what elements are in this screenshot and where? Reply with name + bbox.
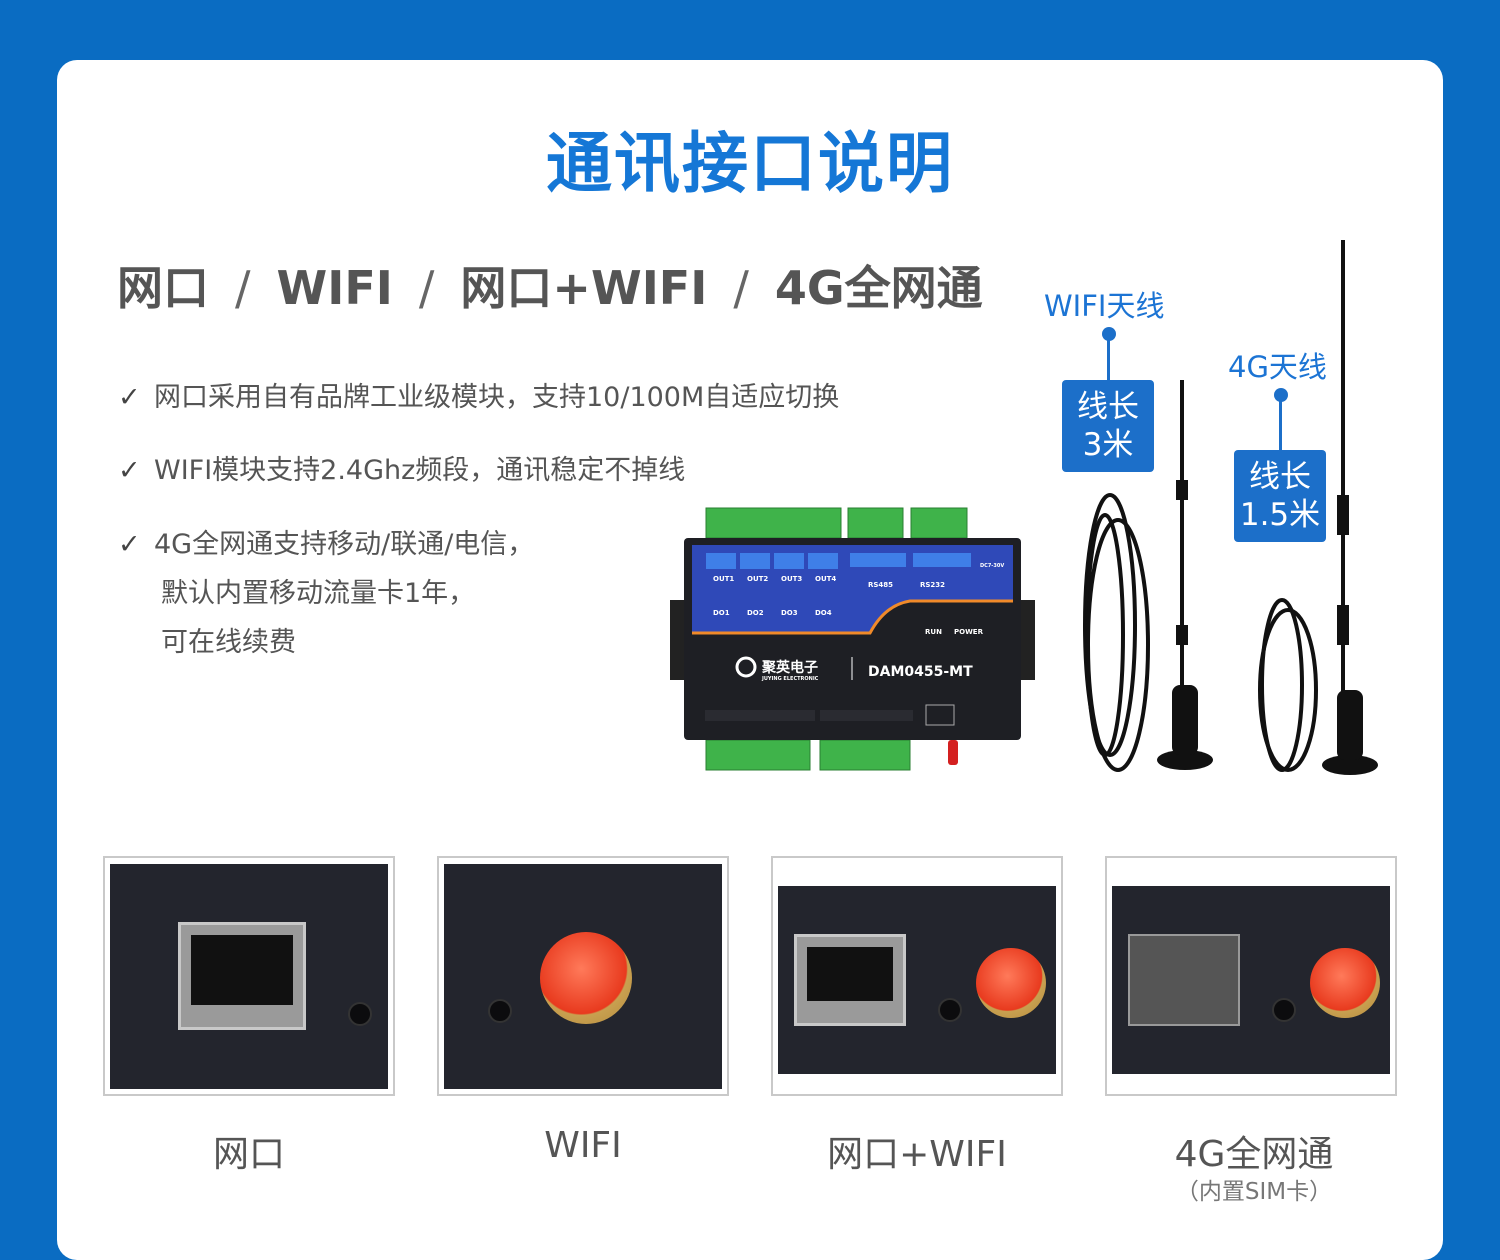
led-hole [348,1002,372,1026]
length-label: 线长 [1249,459,1311,495]
4g-cable-length: 线长 1.5米 [1234,450,1326,542]
ethernet-port-icon [794,934,906,1026]
4g-antenna-label: 4G天线 [1228,350,1327,384]
check-icon: ✓ [118,382,141,413]
out3-label: OUT3 [781,575,802,583]
do1-label: DO1 [713,609,730,617]
feature-text: 默认内置移动流量卡1年， [161,578,476,609]
device-image: OUT1 OUT2 OUT3 OUT4 RS485 RS232 DC7-30V … [670,507,1035,771]
power-label: POWER [954,628,984,636]
photo-ethernet [103,856,395,1096]
antenna-connector-icon [976,948,1046,1018]
power-input-label: DC7-30V [980,563,1004,569]
run-label: RUN [925,628,942,636]
pointer-line [1279,394,1282,451]
rs232-label: RS232 [920,581,945,589]
ethernet-port-icon [178,922,306,1030]
out2-label: OUT2 [747,575,768,583]
page-title: 通讯接口说明 [546,125,954,202]
option-ethernet: 网口 [117,261,209,315]
feature-text: 可在线续费 [161,627,296,658]
length-label: 线长 [1077,389,1139,425]
check-icon: ✓ [118,529,141,560]
feature-item: ✓ WIFI模块支持2.4Ghz频段，通讯稳定不掉线 [118,446,685,495]
check-icon: ✓ [118,455,141,486]
rs485-label: RS485 [868,581,893,589]
led-hole [1272,998,1296,1022]
out4-label: OUT4 [815,575,836,583]
pointer-line [1107,333,1110,381]
antennas-image [1083,240,1378,775]
feature-text: 4G全网通支持移动/联通/电信， [154,529,535,560]
caption-ethernet: 网口 [212,1134,285,1175]
brand-name: 聚英电子 [761,659,818,676]
feature-item: ✓ 网口采用自有品牌工业级模块，支持10/100M自适应切换 [118,373,839,422]
antenna-connector-icon [540,932,632,1024]
do4-label: DO4 [815,609,832,617]
separator: / [418,261,435,315]
option-ethernet-wifi: 网口+WIFI [460,261,708,315]
caption-4g: 4G全网通 [1174,1134,1334,1175]
photo-4g [1105,856,1397,1096]
length-value: 3米 [1082,427,1134,463]
led-hole [938,998,962,1022]
option-wifi: WIFI [276,261,393,315]
wifi-cable-length: 线长 3米 [1062,380,1154,472]
caption-4g-note: （内置SIM卡） [1175,1179,1333,1205]
led-hole [488,999,512,1023]
antenna-connector-icon [1310,948,1380,1018]
feature-item: ✓ 4G全网通支持移动/联通/电信， 默认内置移动流量卡1年， 可在线续费 [118,520,534,667]
feature-text: WIFI模块支持2.4Ghz频段，通讯稳定不掉线 [154,455,686,486]
photo-wifi [437,856,729,1096]
caption-wifi: WIFI [544,1125,622,1166]
separator: / [235,261,251,315]
model-name: DAM0455-MT [868,664,973,680]
length-value: 1.5米 [1239,497,1321,533]
do2-label: DO2 [747,609,764,617]
do3-label: DO3 [781,609,798,617]
separator: / [733,261,749,315]
option-4g: 4G全网通 [774,261,983,315]
sim-slot-icon [1128,934,1240,1026]
out1-label: OUT1 [713,575,734,583]
photo-ethernet-wifi [771,856,1063,1096]
caption-ethernet-wifi: 网口+WIFI [827,1134,1007,1175]
interface-options: 网口 / WIFI / 网口+WIFI / 4G全网通 [117,252,983,318]
wifi-antenna-label: WIFI天线 [1044,289,1165,323]
brand-en: JUYING ELECTRONIC [761,676,819,682]
feature-text: 网口采用自有品牌工业级模块，支持10/100M自适应切换 [154,382,840,413]
